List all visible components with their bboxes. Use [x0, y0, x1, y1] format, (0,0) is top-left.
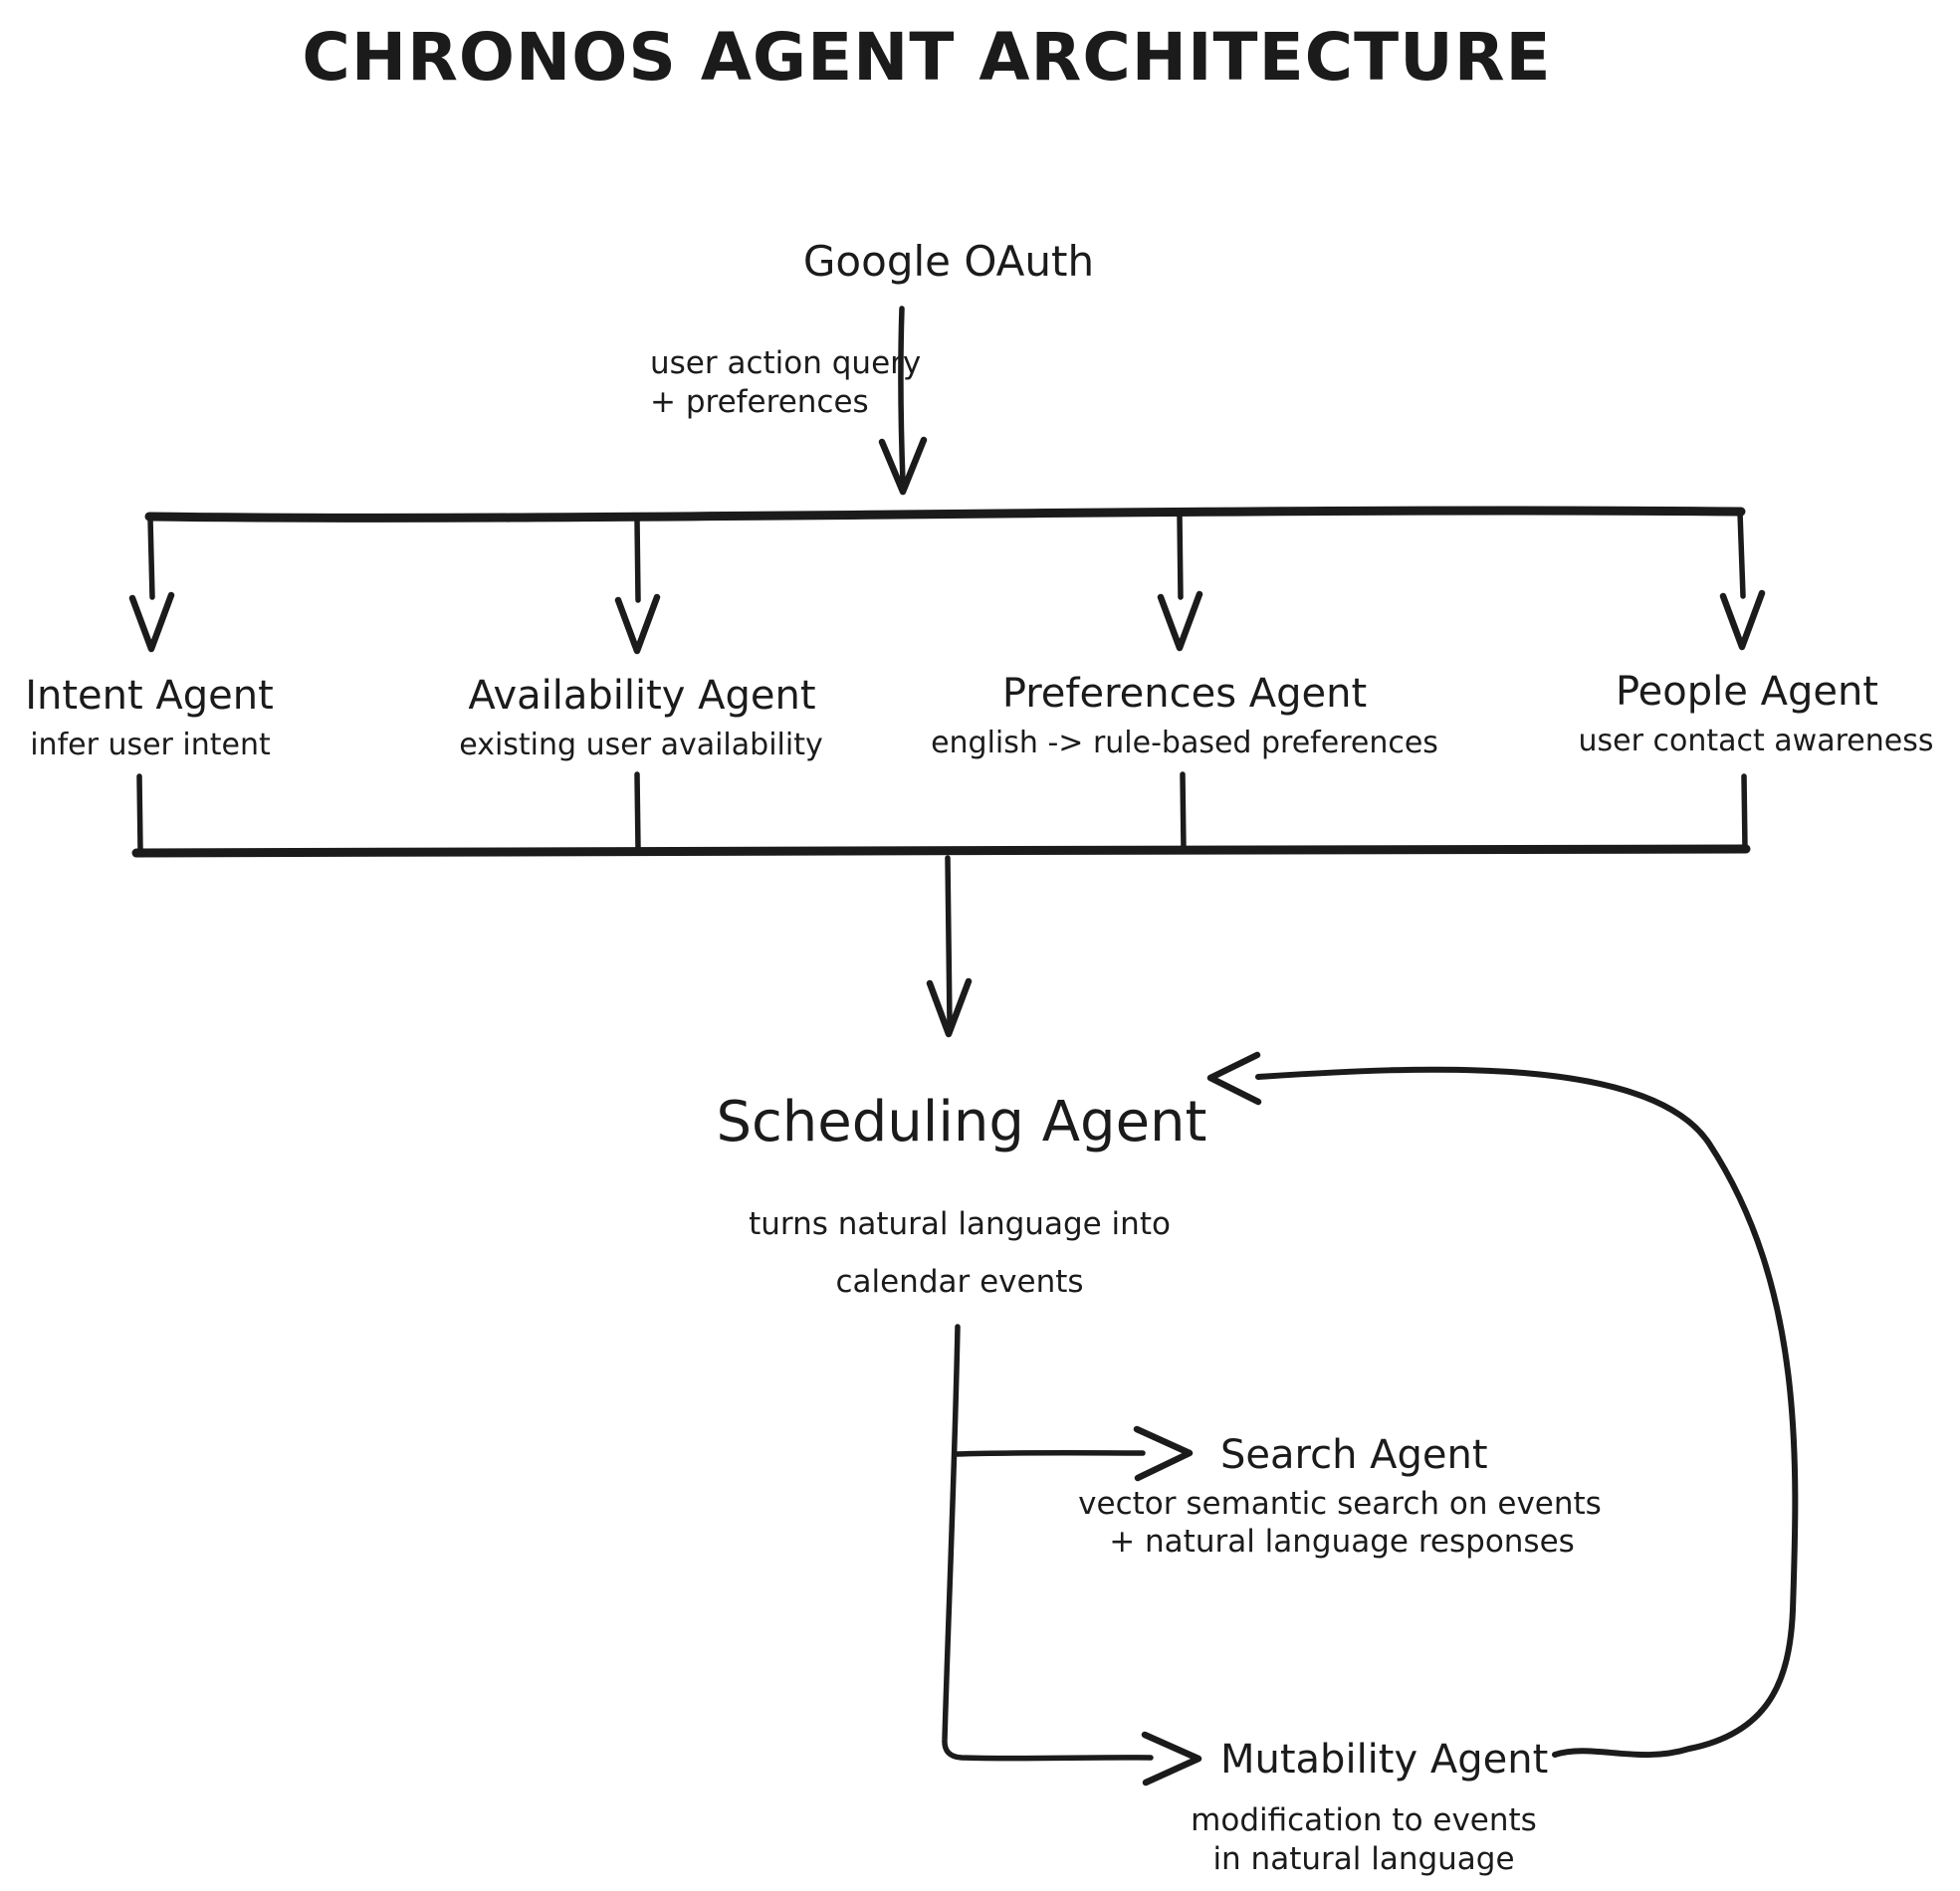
branch-intent-shaft	[147, 516, 155, 600]
people-agent-subtitle: user contact awareness	[1579, 724, 1934, 758]
oauth-edge-label-line1: user action query	[650, 345, 921, 381]
preferences-agent-subtitle: english -> rule-based preferences	[931, 726, 1438, 760]
branch-people-arrowhead	[1719, 589, 1766, 651]
search-agent-subtitle-line1: vector semantic search on events	[1078, 1486, 1602, 1522]
availability-collector-connector	[634, 771, 641, 852]
branch-availability-arrowhead	[614, 593, 661, 655]
availability-agent-subtitle: existing user availability	[459, 728, 822, 762]
mutability-agent-subtitle-line2: in natural language	[1212, 1841, 1514, 1877]
availability-agent-title: Availability Agent	[468, 673, 815, 719]
mutability-agent-title: Mutability Agent	[1220, 1737, 1548, 1783]
collector-to-scheduling-arrow-shaft	[945, 855, 953, 1026]
oauth-to-agents-arrowhead	[878, 436, 928, 496]
fanout-bar	[144, 506, 1746, 523]
people-agent-title: People Agent	[1616, 669, 1878, 715]
intent-agent-subtitle: infer user intent	[30, 728, 271, 762]
diagram-title: CHRONOS AGENT ARCHITECTURE	[302, 19, 1551, 96]
branch-availability-shaft	[634, 517, 641, 603]
oauth-edge-label-line2: + preferences	[650, 384, 869, 420]
scheduling-agent-subtitle-line1: turns natural language into	[749, 1206, 1171, 1242]
branch-people-shaft	[1737, 510, 1746, 599]
scheduling-agent-title: Scheduling Agent	[716, 1090, 1206, 1155]
intent-agent-title: Intent Agent	[25, 673, 274, 719]
branch-preferences-shaft	[1177, 513, 1184, 600]
collector-bar	[131, 843, 1751, 859]
mutability-to-scheduling-loop-arrowhead	[1206, 1051, 1262, 1106]
search-branch-shaft	[954, 1450, 1146, 1457]
intent-collector-connector	[136, 773, 143, 852]
preferences-collector-connector	[1180, 771, 1187, 852]
search-agent-subtitle-line2: + natural language responses	[1109, 1524, 1575, 1560]
mutability-branch-arrowhead	[1141, 1731, 1202, 1786]
mutability-agent-subtitle-line1: modification to events	[1191, 1802, 1537, 1838]
scheduling-trunk-and-mutability-branch	[942, 1324, 1154, 1762]
google-oauth-node: Google OAuth	[803, 237, 1094, 286]
search-branch-arrowhead	[1133, 1425, 1194, 1482]
branch-preferences-arrowhead	[1157, 590, 1203, 652]
oauth-to-agents-arrow-shaft	[898, 306, 906, 485]
preferences-agent-title: Preferences Agent	[1002, 671, 1367, 717]
branch-intent-arrowhead	[128, 591, 175, 653]
people-collector-connector	[1741, 773, 1748, 852]
scheduling-agent-subtitle-line2: calendar events	[835, 1264, 1083, 1300]
collector-to-scheduling-arrowhead	[926, 977, 973, 1038]
mutability-to-scheduling-loop	[1255, 1066, 1799, 1759]
search-agent-title: Search Agent	[1220, 1432, 1488, 1478]
